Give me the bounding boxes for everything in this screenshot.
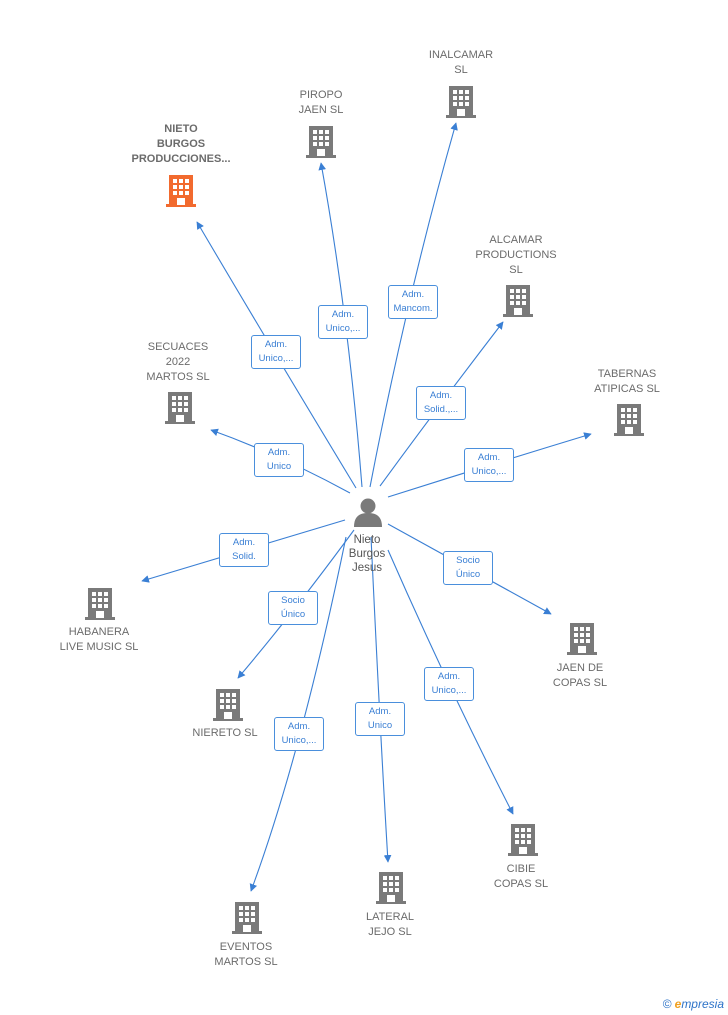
- company-label-cibie[interactable]: CIBIE COPAS SL: [493, 863, 549, 890]
- company-label-inalcamar[interactable]: INALCAMAR SL: [428, 49, 494, 76]
- company-label-piropo-jaen[interactable]: PIROPO JAEN SL: [298, 89, 344, 116]
- company-label-nieto-burgos[interactable]: NIETO BURGOS PRODUCCIONES...: [131, 123, 231, 165]
- building-icon[interactable]: [614, 404, 644, 436]
- relation-label-niereto: Socio Único: [268, 591, 318, 625]
- copyright-icon: ©: [662, 997, 672, 1011]
- building-icon[interactable]: [503, 285, 533, 317]
- person-icon: [354, 498, 382, 527]
- relation-label-eventos: Adm. Unico,...: [274, 717, 324, 751]
- company-label-eventos[interactable]: EVENTOS MARTOS SL: [214, 941, 278, 968]
- company-label-lateral[interactable]: LATERAL JEJO SL: [365, 911, 415, 938]
- company-label-alcamar[interactable]: ALCAMAR PRODUCTIONS SL: [475, 234, 557, 276]
- company-label-niereto[interactable]: NIERETO SL: [192, 727, 258, 739]
- building-icon[interactable]: [508, 824, 538, 856]
- relation-label-habanera: Adm. Solid.: [219, 533, 269, 567]
- building-icon[interactable]: [306, 126, 336, 158]
- brand-name: mpresia: [681, 997, 724, 1011]
- relation-label-nieto-burgos: Adm. Unico,...: [251, 335, 301, 369]
- building-icon[interactable]: [213, 689, 243, 721]
- building-icon[interactable]: [446, 86, 476, 118]
- company-label-tabernas[interactable]: TABERNAS ATIPICAS SL: [594, 368, 660, 395]
- relation-label-secuaces: Adm. Unico: [254, 443, 304, 477]
- edge-lateral: [370, 536, 392, 863]
- building-icon[interactable]: [376, 872, 406, 904]
- company-label-jaen-copas[interactable]: JAEN DE COPAS SL: [552, 662, 608, 689]
- building-icon[interactable]: [232, 902, 262, 934]
- relation-label-jaen-copas: Socio Único: [443, 551, 493, 585]
- footer-brand: ©empresia: [663, 997, 724, 1011]
- building-icon[interactable]: [165, 392, 195, 424]
- center-person-label[interactable]: Nieto Burgos Jesus: [348, 534, 386, 574]
- brand-first-letter: e: [674, 997, 682, 1011]
- relation-label-piropo-jaen: Adm. Unico,...: [318, 305, 368, 339]
- relation-label-inalcamar: Adm. Mancom.: [388, 285, 438, 319]
- relation-label-lateral: Adm. Unico: [355, 702, 405, 736]
- building-icon[interactable]: [166, 175, 196, 207]
- company-label-secuaces[interactable]: SECUACES 2022 MARTOS SL: [146, 341, 210, 383]
- building-icon[interactable]: [567, 623, 597, 655]
- company-label-habanera[interactable]: HABANERA LIVE MUSIC SL: [59, 626, 139, 653]
- relation-label-cibie: Adm. Unico,...: [424, 667, 474, 701]
- relation-label-tabernas: Adm. Unico,...: [464, 448, 514, 482]
- building-icon[interactable]: [85, 588, 115, 620]
- relation-label-alcamar: Adm. Solid.,...: [416, 386, 466, 420]
